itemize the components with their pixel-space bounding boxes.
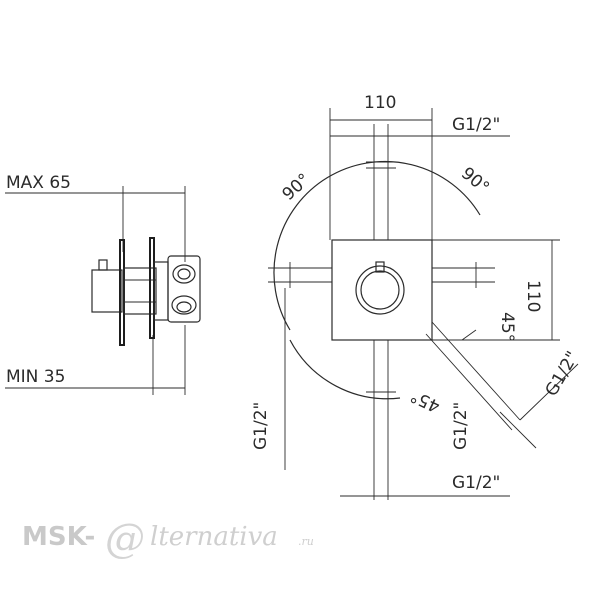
upper-port-inner — [177, 268, 191, 280]
thread-diagonal-far-label: G1/2" — [542, 348, 584, 400]
diagonal-pipe-bottom — [425, 333, 513, 431]
knob-indicator — [375, 261, 385, 273]
rotation-arc-top — [273, 160, 481, 331]
angle-right-label: 45° — [497, 312, 517, 342]
thread-top-right-label: G1/2" — [452, 115, 500, 135]
width-label: 110 — [364, 93, 396, 113]
watermark-tld: .ru — [298, 535, 314, 548]
knob-inner — [360, 270, 400, 310]
diagonal-pipe-top — [431, 321, 521, 421]
lower-port — [171, 295, 197, 315]
watermark-brand: MSK- — [22, 522, 95, 552]
diagonal-far-dimension — [519, 363, 579, 421]
side-handle-cap — [98, 259, 108, 271]
angle-bottom-label: 45° — [408, 385, 444, 416]
body-block — [123, 267, 157, 315]
watermark-word: lternativa — [150, 522, 278, 552]
side-handle — [91, 269, 123, 313]
square-plate — [331, 239, 433, 341]
angle-left-top-label: 90° — [279, 170, 315, 205]
thread-bottom-right-label: G1/2" — [452, 473, 500, 493]
upper-port — [172, 264, 196, 284]
thread-left-label: G1/2" — [251, 402, 271, 450]
min-depth-label: MIN 35 — [6, 367, 65, 387]
valve-side-profile — [91, 237, 201, 346]
diagonal-extension — [499, 411, 537, 449]
max-depth-label: MAX 65 — [6, 173, 71, 193]
lower-port-inner — [176, 301, 192, 313]
side-view: MAX 65 MIN 35 — [5, 173, 201, 395]
rotation-arc-bottom — [289, 339, 401, 400]
watermark-logo: MSK- @ lternativa .ru — [22, 516, 314, 562]
knob-outer — [355, 265, 405, 315]
rear-box — [167, 255, 201, 323]
thread-diagonal-mid-label: G1/2" — [451, 402, 471, 450]
front-view: 110 G1/2" 90° 90° 110 — [251, 93, 583, 500]
height-label: 110 — [523, 280, 543, 312]
wall-plate — [149, 237, 155, 339]
diagonal-pipe-cross — [461, 329, 477, 341]
watermark-at-sign: @ — [105, 516, 145, 562]
